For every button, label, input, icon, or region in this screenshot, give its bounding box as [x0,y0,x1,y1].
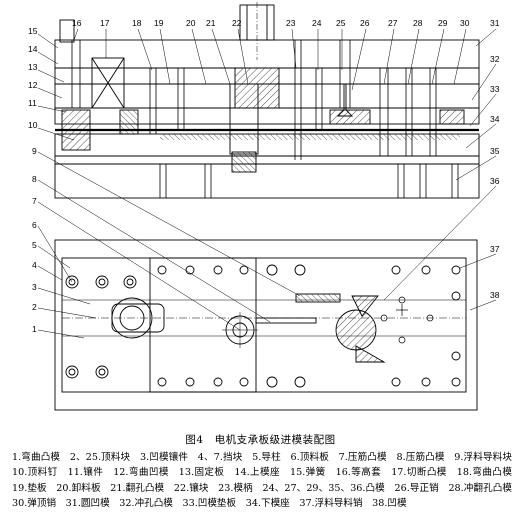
label-35: 35 [490,146,500,156]
label-3: 3 [32,282,37,292]
stripper-plate [54,107,480,125]
label-19: 19 [154,18,164,28]
die-backing-plate [54,155,480,165]
label-15: 15 [28,26,38,36]
label-24: 24 [312,18,322,28]
part-labels: 16 17 18 19 20 21 22 23 24 25 26 27 28 2… [28,18,500,334]
label-31: 31 [490,18,500,28]
label-36: 36 [490,176,500,186]
label-33: 33 [490,84,500,94]
label-8: 8 [32,174,37,184]
label-34: 34 [490,114,500,124]
label-25: 25 [336,18,346,28]
label-17: 17 [100,18,110,28]
label-26: 26 [360,18,370,28]
screw-holes [65,264,461,388]
upper-die-seat [54,39,480,69]
label-28: 28 [413,18,423,28]
leader-lines [37,28,497,339]
label-14: 14 [28,44,38,54]
label-29: 29 [438,18,448,28]
label-4: 4 [32,260,37,270]
label-5: 5 [32,240,37,250]
parts-legend: 1.弯曲凸模 2、25.顶料块 3.凹模镶件 4、7.挡块 5.导柱 6.顶料板… [12,452,521,510]
lower-die-seat [54,163,480,199]
label-16: 16 [72,18,82,28]
label-37: 37 [490,244,500,254]
label-6: 6 [32,220,37,230]
die-assembly-drawing: 16 17 18 19 20 21 22 23 24 25 26 27 28 2… [28,2,500,411]
label-9: 9 [32,146,37,156]
plan-view [54,239,478,411]
label-20: 20 [186,18,196,28]
figure-caption: 图4 电机支承板级进模装配图 [185,434,336,446]
label-32: 32 [490,54,500,64]
section-view [54,2,480,199]
label-22: 22 [232,18,242,28]
label-18: 18 [132,18,142,28]
label-12: 12 [28,80,38,90]
label-23: 23 [286,18,296,28]
label-27: 27 [388,18,398,28]
label-38: 38 [490,290,500,300]
label-21: 21 [206,18,216,28]
label-13: 13 [28,62,38,72]
die-plan-outline [54,239,478,411]
label-1: 1 [32,324,37,334]
label-2: 2 [32,302,37,312]
label-11: 11 [28,98,37,108]
label-7: 7 [32,196,37,206]
label-10: 10 [28,120,38,130]
label-30: 30 [460,18,470,28]
